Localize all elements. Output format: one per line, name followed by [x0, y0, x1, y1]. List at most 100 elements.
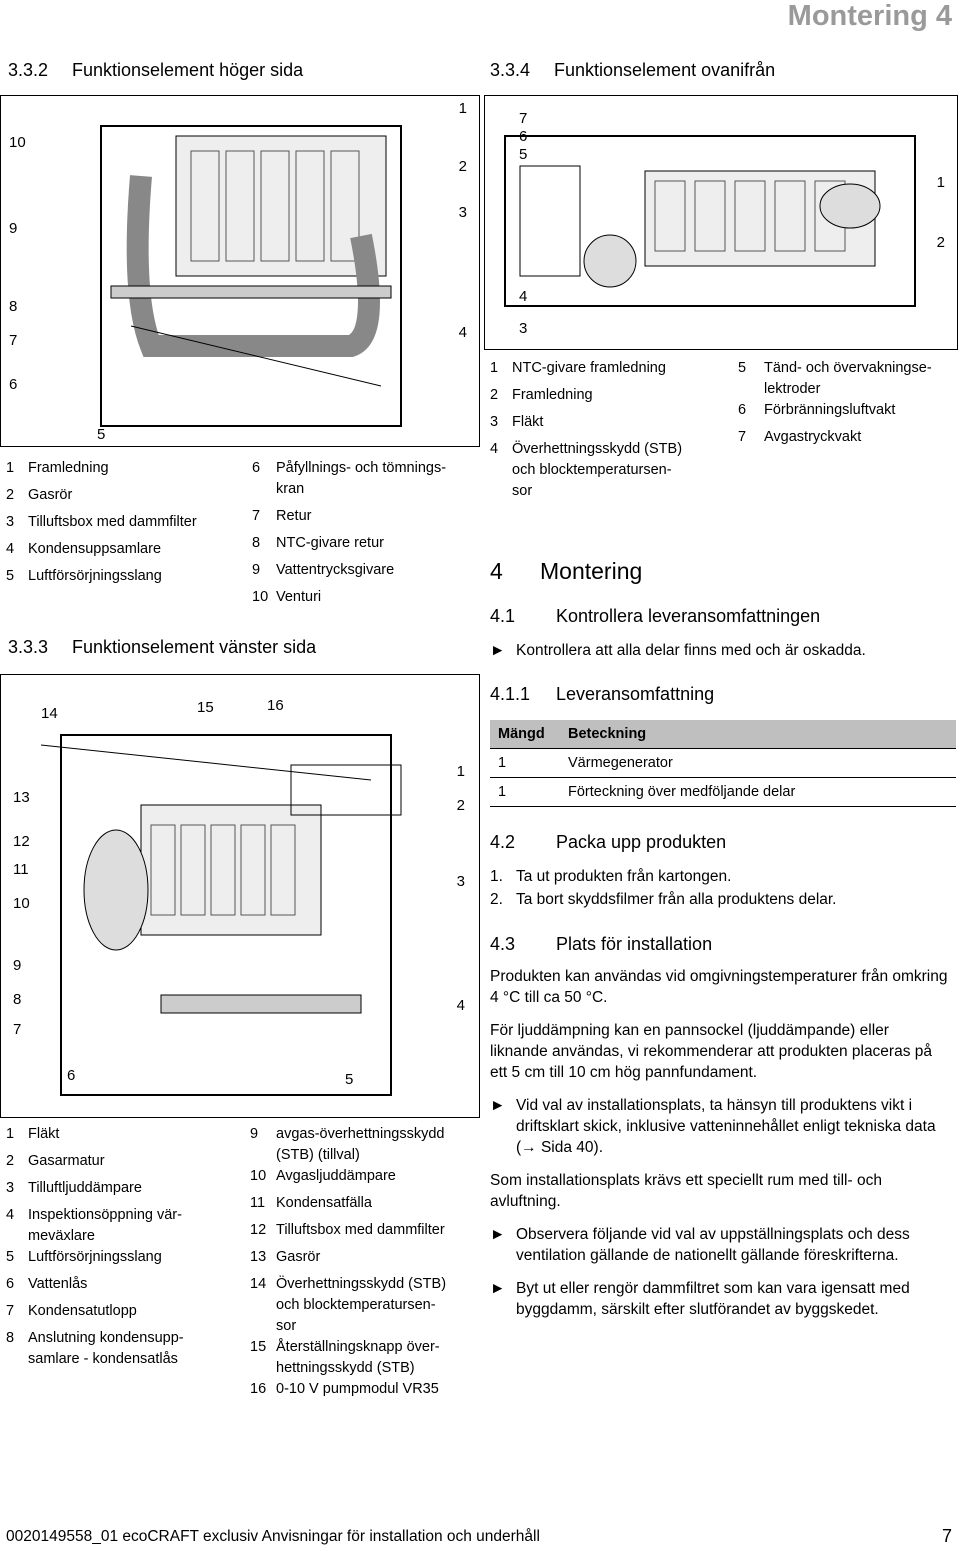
table-row: 1 Värmegenerator [490, 748, 956, 778]
figure-right-side: 1 2 3 4 5 6 7 8 9 10 [0, 95, 480, 447]
table-cell: Förteckning över medföljande delar [560, 777, 956, 807]
callout-13: 13 [13, 789, 30, 806]
table-cell: 1 [490, 748, 560, 778]
section-4-3-body: Produkten kan användas vid omgivningstem… [490, 966, 950, 1320]
legend-item: meväxlare [28, 1228, 95, 1244]
paragraph: Produkten kan användas vid omgivningstem… [490, 968, 948, 1006]
section-number: 3.3.2 [8, 60, 49, 80]
legend-item: (STB) (tillval) [276, 1147, 360, 1163]
bullet-arrow-icon: ► [490, 1280, 506, 1297]
bullet-item: ►Vid val av installationsplats, ta hänsy… [490, 1097, 936, 1156]
legend-item: och blocktemperatursen- [512, 462, 672, 478]
paragraph: Som installationsplats krävs ett speciel… [490, 1172, 882, 1210]
legend-item: lektroder [764, 381, 821, 397]
callout-6: 6 [9, 376, 18, 393]
callout-4: 4 [456, 997, 465, 1014]
callout-14: 14 [41, 705, 58, 722]
bullet-item: ►Observera följande vid val av uppställn… [490, 1226, 910, 1264]
callout-8: 8 [13, 991, 22, 1008]
callout-5: 5 [345, 1071, 354, 1088]
callout-7: 7 [13, 1021, 22, 1038]
callout-2: 2 [456, 797, 465, 814]
callout-10: 10 [13, 895, 30, 912]
section-heading-right-side: 3.3.2 Funktionselement höger sida [8, 60, 303, 81]
bullet-arrow-icon: ► [490, 1226, 506, 1243]
callout-7: 7 [519, 110, 528, 127]
callout-3: 3 [456, 873, 465, 890]
callout-10: 10 [9, 134, 26, 151]
callout-11: 11 [13, 861, 29, 878]
chapter-tag: Montering 4 [787, 0, 952, 32]
callout-1: 1 [458, 100, 467, 117]
callout-5: 5 [519, 146, 528, 163]
figure-left-side: 14 15 16 13 12 11 10 9 8 7 6 5 4 3 2 1 [0, 674, 480, 1118]
legend-item: kran [276, 481, 305, 497]
callout-1: 1 [936, 174, 945, 191]
table-header-row: Mängd Beteckning [490, 720, 956, 749]
table-row: 1 Förteckning över medföljande delar [490, 777, 956, 807]
bullet-check: ►Kontrollera att alla delar finns med oc… [490, 642, 866, 659]
table-cell: Värmegenerator [560, 748, 956, 778]
callout-16: 16 [267, 697, 284, 714]
footer-doc-title: 0020149558_01 ecoCRAFT exclusiv Anvisnin… [6, 1528, 540, 1545]
callout-12: 12 [13, 833, 30, 850]
section-title: Funktionselement höger sida [72, 60, 304, 80]
legend-item: sor [276, 1318, 297, 1334]
callout-3: 3 [519, 320, 528, 337]
table-cell: 1 [490, 777, 560, 807]
figure-right-side-drawing [100, 125, 402, 427]
figure-top-view: 7 6 5 1 2 4 3 [484, 95, 958, 350]
legend-item: hettningsskydd (STB) [276, 1360, 415, 1376]
figure-left-side-drawing [40, 734, 402, 1096]
callout-5: 5 [97, 426, 106, 443]
bullet-item: ►Byt ut eller rengör dammfiltret som kan… [490, 1280, 910, 1318]
step-item: 2.Ta bort skyddsfilmer från alla produkt… [490, 891, 837, 908]
paragraph: För ljuddämpning kan en pannsockel (ljud… [490, 1022, 933, 1081]
callout-4: 4 [458, 324, 467, 341]
section-title: Funktionselement ovanifrån [554, 60, 776, 80]
callout-6: 6 [67, 1067, 76, 1084]
table-header: Beteckning [560, 720, 956, 749]
callout-4: 4 [519, 288, 528, 305]
callout-2: 2 [458, 158, 467, 175]
